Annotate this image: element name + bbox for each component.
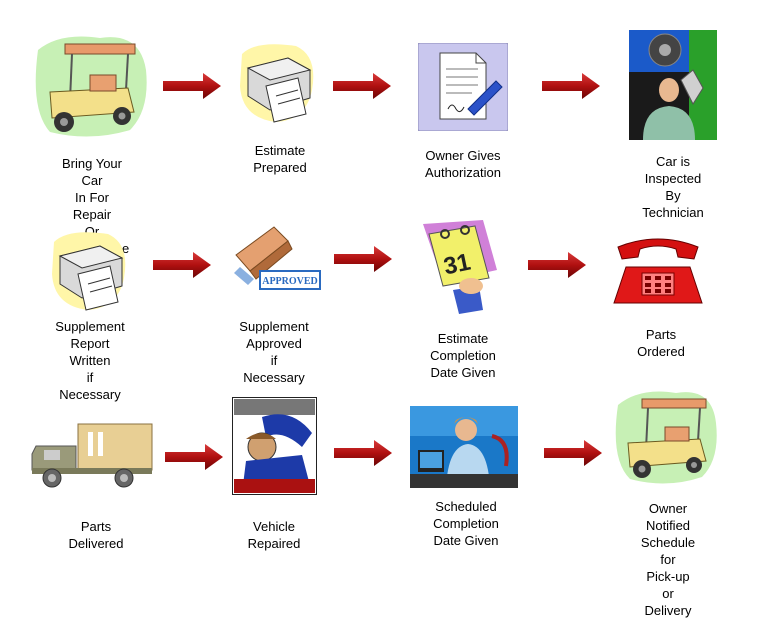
office-worker-icon bbox=[410, 406, 518, 488]
delivery-truck-icon bbox=[31, 423, 153, 488]
flow-arrow bbox=[528, 252, 586, 278]
step-label: Scheduled Completion Date Given bbox=[433, 499, 499, 548]
step-label: Car is Inspected By Technician bbox=[642, 154, 704, 220]
flow-arrow bbox=[153, 252, 211, 278]
step-label: Vehicle Repaired bbox=[247, 519, 301, 551]
printer-icon bbox=[240, 44, 314, 123]
flow-arrow bbox=[333, 73, 391, 99]
flow-arrow bbox=[334, 440, 392, 466]
golf-cart-icon bbox=[615, 391, 717, 484]
step-label: Owner Gives Authorization bbox=[425, 148, 501, 180]
calendar-icon: 31 bbox=[423, 220, 497, 314]
mechanic-icon bbox=[629, 30, 717, 140]
mechanic-under-car-icon bbox=[232, 397, 317, 495]
step-label: Supplement Approved if Necessary bbox=[239, 319, 309, 385]
printer-icon bbox=[52, 232, 126, 311]
approved-stamp-icon: APPROVED bbox=[234, 226, 321, 290]
step-label: Estimate Prepared bbox=[253, 143, 307, 175]
signed-document-icon bbox=[418, 43, 508, 131]
flow-arrow bbox=[544, 440, 602, 466]
step-label: Estimate Completion Date Given bbox=[430, 331, 496, 380]
flow-arrow bbox=[163, 73, 221, 99]
telephone-icon bbox=[613, 238, 703, 304]
step-label: Parts Ordered bbox=[637, 327, 685, 359]
flow-arrow bbox=[334, 246, 392, 272]
calendar-day: 31 bbox=[441, 249, 473, 281]
stamp-text: APPROVED bbox=[262, 276, 318, 287]
step-label: Supplement Report Written if Necessary bbox=[55, 319, 125, 402]
step-label: Parts Delivered bbox=[68, 519, 124, 551]
step-label: Owner Notified Schedule for Pick-up or D… bbox=[640, 501, 696, 618]
golf-cart-icon bbox=[35, 36, 147, 137]
flow-arrow bbox=[165, 444, 223, 470]
flow-arrow bbox=[542, 73, 600, 99]
